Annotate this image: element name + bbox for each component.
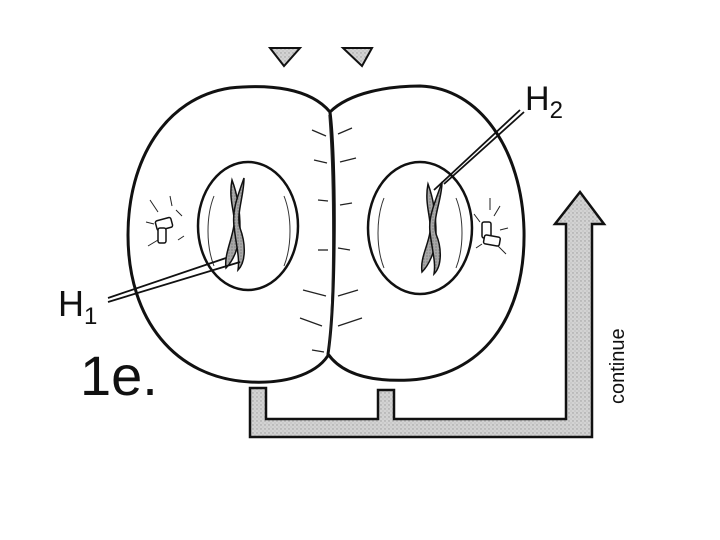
h2-label: H2	[525, 80, 563, 124]
step-label: 1e.	[80, 344, 158, 407]
continue-label: continue	[607, 328, 629, 404]
right-nucleus	[368, 162, 472, 294]
h1-label: H1	[58, 283, 97, 330]
h2-subscript: 2	[550, 97, 563, 124]
h1-subscript: 1	[84, 303, 97, 330]
incoming-arrow-tips	[270, 48, 372, 66]
arrow-tip-right	[343, 48, 372, 66]
arrow-tip-left	[270, 48, 300, 66]
dividing-cell	[128, 86, 524, 382]
